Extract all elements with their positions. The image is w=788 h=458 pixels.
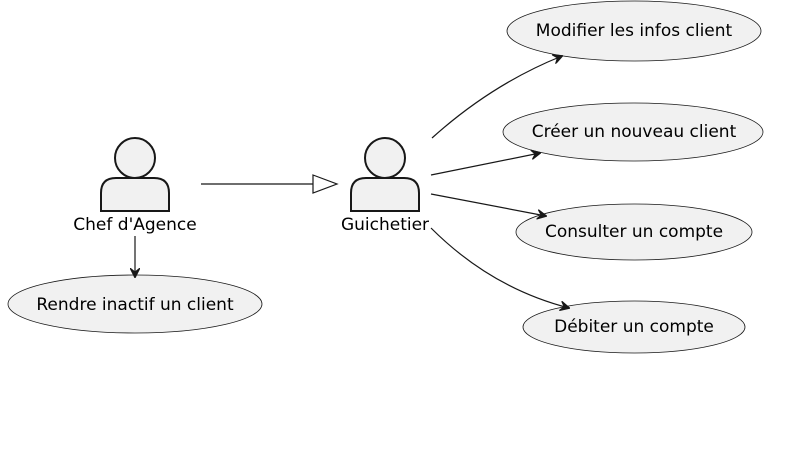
edge-guichetier-modifier [431,56,562,139]
use-case-creer-nouveau-client: Créer un nouveau client [502,102,764,162]
use-case-consulter-compte: Consulter un compte [515,203,753,261]
chef-d-agence-person-icon [100,137,170,212]
use-case-debiter-compte: Débiter un compte [522,300,746,354]
actor-guichetier: Guichetier [341,137,429,235]
guichetier-person-icon [350,137,420,212]
edge-guichetier-debiter [430,227,569,308]
use-case-consulter-label: Consulter un compte [545,222,723,242]
use-case-debiter-label: Débiter un compte [554,317,714,337]
generalization-triangle-head [312,174,339,194]
use-case-modifier-infos-client: Modifier les infos client [506,0,762,62]
edge-guichetier-consulter [430,193,546,216]
chef-d-agence-label: Chef d'Agence [73,215,196,235]
edge-guichetier-creer [430,153,540,176]
generalization-chef-to-guichetier [201,174,339,194]
use-case-rendre-inactif-label: Rendre inactif un client [36,295,234,315]
actor-chef-d-agence: Chef d'Agence [73,137,197,235]
use-case-rendre-inactif-client: Rendre inactif un client [7,274,263,334]
use-case-modifier-label: Modifier les infos client [536,21,733,41]
guichetier-label: Guichetier [341,215,429,235]
use-case-creer-label: Créer un nouveau client [532,122,737,142]
